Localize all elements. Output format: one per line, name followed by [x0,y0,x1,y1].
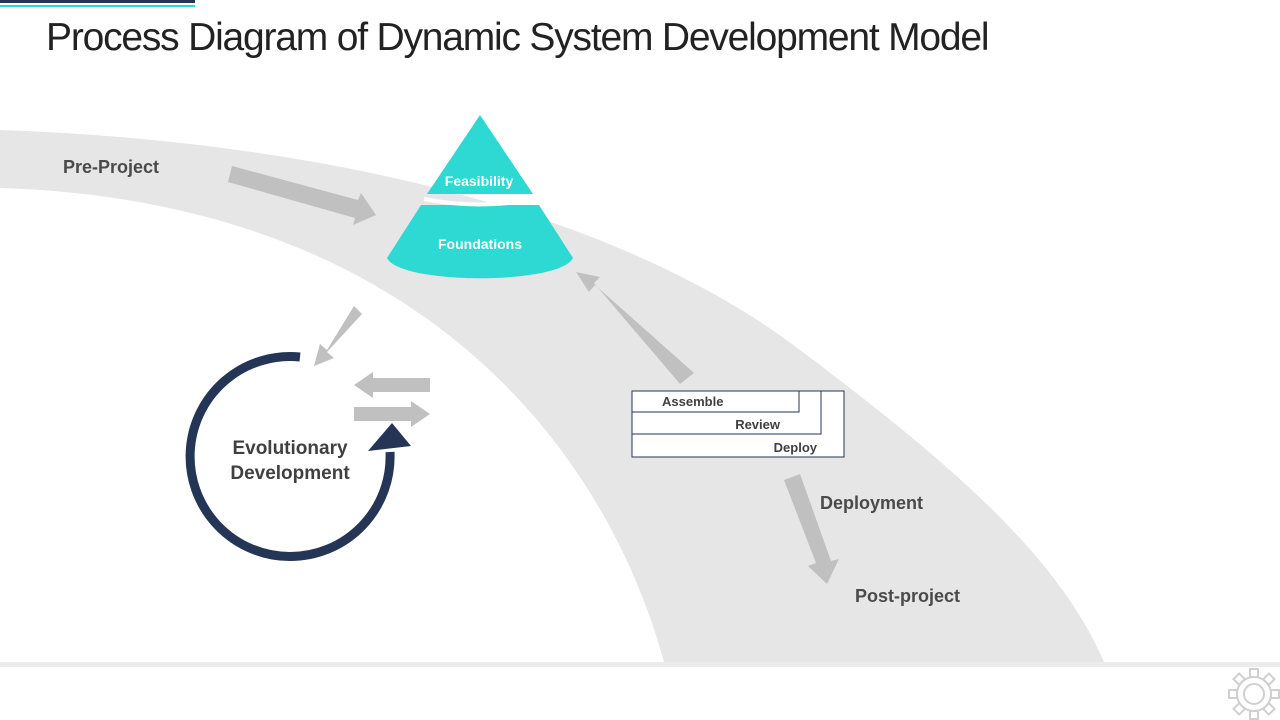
arrow-to-post-project [784,474,839,584]
arrow-right [354,401,430,427]
arrow-up-to-pyramid [576,272,694,384]
evolutionary-cycle-ring [185,352,395,561]
review-label: Review [735,417,781,432]
accent-bar-dark [0,0,195,3]
foundations-label: Foundations [438,236,522,252]
assemble-label: Assemble [662,394,723,409]
arrow-to-evolutionary [314,306,362,366]
arrow-left [354,372,430,398]
feasibility-label: Feasibility [445,173,514,189]
deploy-label: Deploy [774,440,818,455]
deployment-label: Deployment [820,493,923,513]
arrow-to-pyramid [228,166,376,225]
feasibility-segment [427,115,533,194]
cycle-arrowhead [368,423,411,451]
accent-bar-teal [0,5,195,7]
foundations-segment [387,205,573,279]
process-band [0,130,1104,662]
post-project-label: Post-project [855,586,960,606]
footer-divider [0,662,1280,667]
pre-project-label: Pre-Project [63,157,159,177]
gear-icon [1228,668,1280,720]
page-title: Process Diagram of Dynamic System Develo… [46,16,990,59]
title-accent-bar [0,0,195,8]
assemble-box [631,390,800,413]
pyramid-separator [423,197,537,207]
evolutionary-label-line1: Evolutionary [232,438,348,459]
evolutionary-label-line2: Development [230,463,350,484]
